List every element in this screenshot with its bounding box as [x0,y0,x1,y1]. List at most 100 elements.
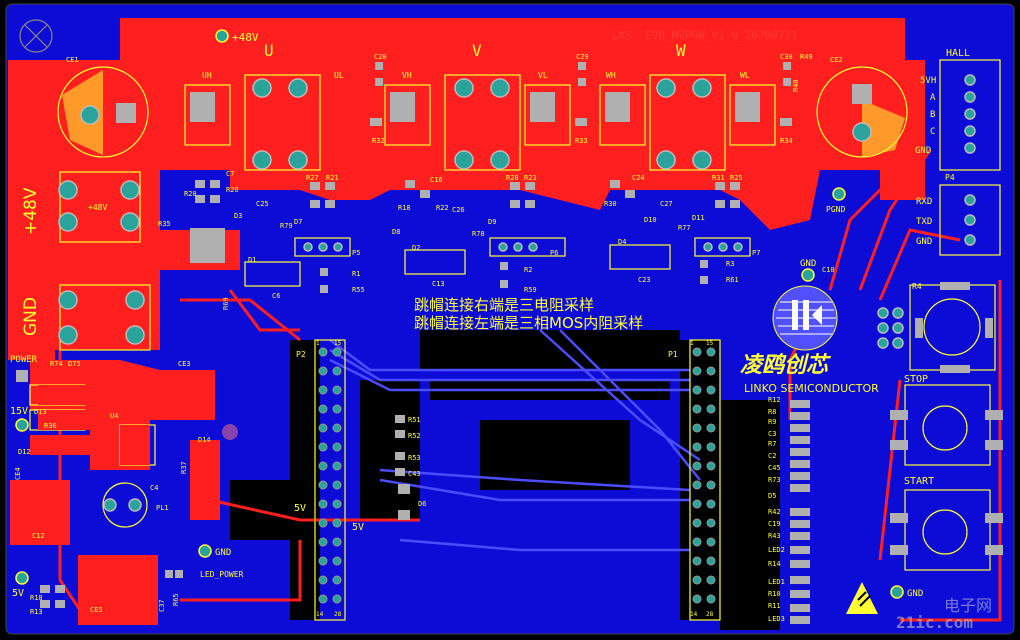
label-plus48v-vertical: +48V [21,187,41,235]
ref-c30: C30 [780,53,793,61]
label-p2-pin1: 1 [316,340,320,347]
ref-d12: D12 [18,448,31,456]
label-15v: 15V [10,406,28,417]
ref-led1: LED1 [768,578,785,586]
ref-r59: R59 [524,286,537,294]
label-p1-pin1: 1 [690,340,694,347]
gate-uh: UH [202,71,212,80]
ref-u4: U4 [110,412,118,420]
ref-c4: C4 [150,484,158,492]
ref-c24: C24 [632,174,645,182]
ref-r33: R33 [575,137,588,145]
label-hall-c: C [930,127,935,137]
label-txd: TXD [916,217,932,227]
label-p5: P5 [352,249,360,257]
red-smd-pads [30,385,150,465]
ref-r20: R20 [184,190,197,198]
gate-ul: UL [334,71,344,80]
label-power: POWER [10,355,38,365]
ref-r22: R22 [436,204,449,212]
ref-c27: C27 [660,200,673,208]
ref-d5: D5 [768,492,776,500]
label-uart-gnd: GND [916,237,932,247]
ref-r78: R78 [472,230,485,238]
ref-d8: D8 [392,228,400,236]
label-plus48v-top: +48V [232,31,259,44]
ref-d4: D4 [618,238,626,246]
designators: CE1 CE2 CE3 CE4 CE5 C28 C29 C30 R49 R32 … [14,53,843,623]
top-power-pour [120,18,925,230]
label-p2-pin15: 15 [334,340,342,347]
label-start: START [904,476,934,487]
ref-r74: R74 [50,360,63,368]
ref-c3: C3 [768,430,776,438]
ce1-outline [57,66,149,158]
ref-ce4: CE4 [14,467,22,480]
ref-d3: D3 [234,212,242,220]
through-hole-pads [58,74,976,512]
smd-pads [40,62,1003,624]
label-p2-pin14: 14 [316,611,324,618]
ref-r51: R51 [408,416,421,424]
ref-d7: D7 [294,218,302,226]
ref-c29: C29 [576,53,589,61]
ref-r61: R61 [726,276,739,284]
ref-d1: D1 [248,256,256,264]
ref-c10: C10 [822,266,835,274]
ref-r18: R18 [398,204,411,212]
label-pgnd: PGND [826,205,845,214]
ref-r30: R30 [604,200,617,208]
ref-r65: R65 [172,593,180,606]
ref-r13: R13 [30,608,43,616]
watermark: 电子网 21ic.com [896,596,992,632]
ref-ce1: CE1 [66,56,79,64]
label-p2-pin28: 28 [334,611,342,618]
ref-r26: R26 [226,186,239,194]
label-r4: R4 [912,282,922,291]
ref-d11: D11 [692,214,705,222]
p2-header-pins [318,347,342,604]
ref-r18b: R18 [30,594,43,602]
ref-r2: R2 [524,266,532,274]
ref-r27: R27 [306,174,319,182]
ref-r7: R7 [768,440,776,448]
phase-w: W [676,41,686,60]
ref-c13: C13 [432,280,445,288]
label-5v-mid2: 5V [352,522,364,533]
ref-r14: R14 [768,560,781,568]
ref-r8: R8 [768,408,776,416]
label-gnd-bottom-left: GND [215,548,231,558]
label-hall-b: B [930,110,935,120]
phase-v: V [472,41,482,60]
ref-ce3: CE3 [178,360,191,368]
label-p1: P1 [668,350,678,359]
ref-r36: R36 [44,422,57,430]
label-5v-left: 5V [12,588,24,599]
ref-d6: D6 [418,500,426,508]
linko-logo-icon [772,285,838,351]
ref-led2: LED2 [768,546,785,554]
ref-c23: C23 [638,276,651,284]
ref-r3: R3 [726,260,734,268]
label-5v-mid1: 5V [294,503,306,514]
ref-c28: C28 [374,53,387,61]
ref-r32: R32 [372,137,385,145]
label-p7: P7 [752,249,760,257]
ref-d2: D2 [412,244,420,252]
ref-r49: R49 [800,53,813,61]
gate-wh: WH [606,71,616,80]
label-rxd: RXD [916,197,932,207]
ref-c25: C25 [256,200,269,208]
watermark-cn: 电子网 [944,596,992,615]
board-title: LKS _EVB_MVPOW_V1.0_20200721 [612,29,797,42]
ref-c43: C43 [408,470,421,478]
label-plus48v-pad: +48V [88,203,107,212]
gate-vl: VL [538,71,548,80]
label-gnd-vertical: GND [21,297,41,336]
ref-r31: R31 [712,174,725,182]
ref-r55: R55 [352,286,365,294]
ref-r79: R79 [280,222,293,230]
label-p4: P4 [945,173,955,182]
label-hall-gnd: GND [915,146,931,156]
